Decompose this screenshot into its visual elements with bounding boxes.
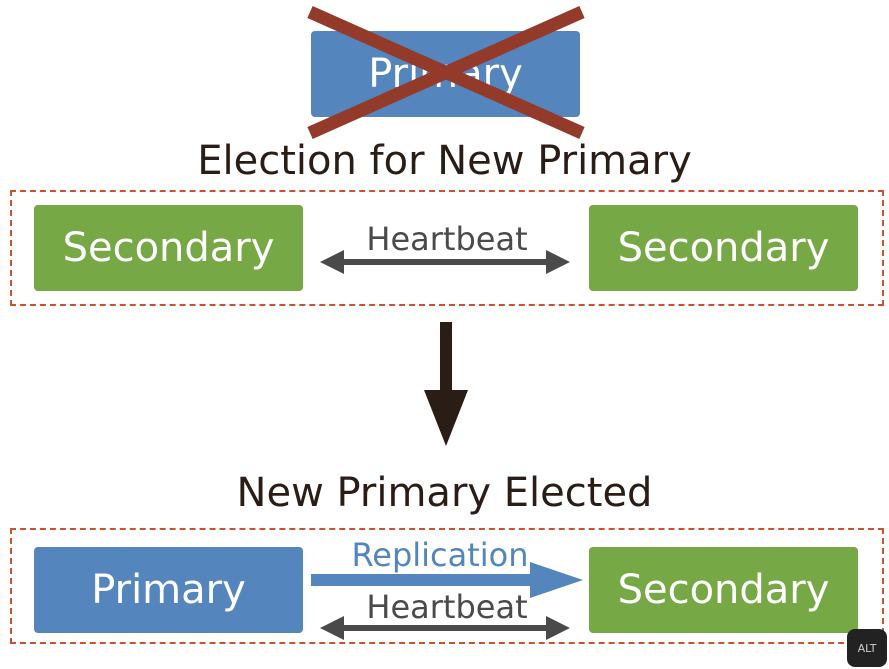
heartbeat-label-2: Heartbeat — [366, 588, 528, 626]
replication-label: Replication — [351, 536, 529, 574]
node-label: Primary — [91, 567, 246, 613]
node-label: Secondary — [62, 225, 275, 271]
result-group — [10, 528, 884, 644]
heartbeat-arrow-icon — [320, 250, 570, 274]
node-label: Secondary — [617, 567, 830, 613]
secondary-node: Secondary — [589, 547, 858, 633]
alt-text-badge[interactable]: ALT — [847, 629, 887, 667]
new-primary-node: Primary — [34, 547, 303, 633]
replication-arrow-icon — [311, 562, 583, 598]
secondary-node-left: Secondary — [34, 205, 303, 291]
down-arrow-icon — [424, 322, 468, 446]
election-group — [10, 190, 884, 306]
election-title: Election for New Primary — [197, 138, 692, 184]
heartbeat-label: Heartbeat — [366, 220, 528, 258]
heartbeat-arrow-icon-2 — [320, 616, 570, 640]
secondary-node-right: Secondary — [589, 205, 858, 291]
node-label: Secondary — [617, 225, 830, 271]
result-title: New Primary Elected — [236, 470, 653, 516]
cross-icon — [307, 6, 585, 139]
